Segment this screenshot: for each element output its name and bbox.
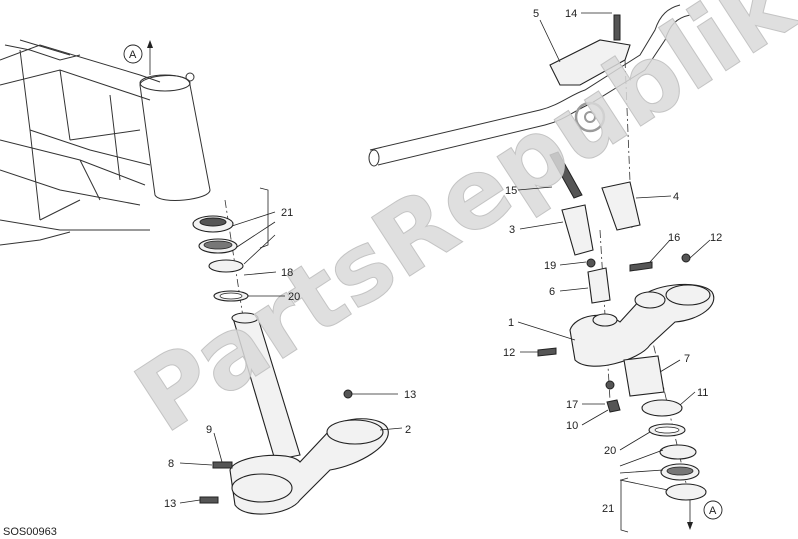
callout-3: 3 [509,224,515,236]
upper-bearing-stack-left [192,199,249,331]
callout-12-left: 12 [503,347,515,359]
lower-bearing-stack-right [605,355,707,501]
callout-6: 6 [549,286,555,298]
callout-13-left: 13 [164,498,176,510]
view-arrow-a-bottom: A [687,500,723,530]
leader-lines [179,12,711,533]
callout-2: 2 [405,424,411,436]
callout-4: 4 [673,191,679,203]
callout-21-left: 21 [281,207,293,219]
callout-20-left: 20 [288,291,300,303]
callout-20-right: 20 [604,445,616,457]
lower-triple-clamp-left [199,312,389,515]
callout-labels: 21 18 20 13 2 9 8 13 5 14 15 4 3 16 12 1… [164,8,722,515]
view-marker-label-bottom: A [709,505,717,517]
callout-1: 1 [508,317,514,329]
view-arrow-a-top: A [123,40,153,75]
callout-8: 8 [168,458,174,470]
callout-9: 9 [206,424,212,436]
callout-13-right: 13 [404,389,416,401]
frame-drawing [0,39,211,246]
callout-10: 10 [566,420,578,432]
callout-16: 16 [668,232,680,244]
callout-5: 5 [533,8,539,20]
drawing-code: SOS00963 [3,526,57,538]
handlebar [368,4,691,167]
service-gear-icon [574,101,606,133]
callout-11: 11 [697,387,708,399]
handlebar-riser-parts [549,151,641,304]
callout-14: 14 [565,8,577,20]
callout-7: 7 [684,353,690,365]
callout-15: 15 [505,185,517,197]
callout-12-right: 12 [710,232,722,244]
callout-17: 17 [566,399,578,411]
callout-21-right: 21 [602,503,614,515]
callout-18: 18 [281,267,293,279]
callout-19: 19 [544,260,556,272]
upper-triple-clamp [537,253,715,367]
view-marker-label: A [129,49,137,61]
